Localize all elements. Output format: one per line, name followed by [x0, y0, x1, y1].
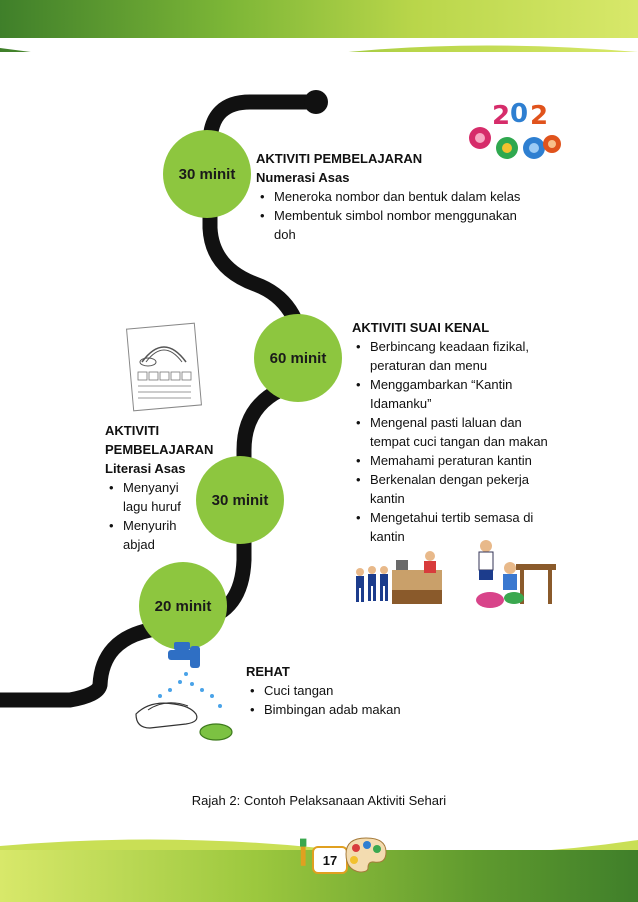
- worksheet-illustration: [126, 322, 202, 412]
- list-item: Cuci tangan: [246, 681, 446, 700]
- clay-numbers-illustration: 2 0 2: [469, 99, 561, 159]
- activity-title-line2: PEMBELAJARAN: [105, 442, 214, 457]
- list-item: Berbincang keadaan fizikal,peraturan dan…: [352, 337, 562, 375]
- activity-title-line1: AKTIVITI: [105, 423, 160, 438]
- handwashing-illustration: [135, 642, 233, 741]
- duration-label: 30 minit: [178, 165, 236, 183]
- canteen-queue-illustration: [356, 551, 442, 604]
- duration-circle-2: 60 minit: [254, 314, 342, 402]
- activity-rehat: REHAT Cuci tangan Bimbingan adab makan: [246, 662, 446, 719]
- activity-title: AKTIVITI SUAI KENAL: [352, 320, 490, 335]
- activity-title: REHAT: [246, 664, 290, 679]
- activity-subtitle: Literasi Asas: [105, 461, 186, 476]
- duration-circle-4: 20 minit: [139, 562, 227, 650]
- list-item: Memahami peraturan kantin: [352, 451, 562, 470]
- figure-caption: Rajah 2: Contoh Pelaksanaan Aktiviti Seh…: [191, 793, 447, 808]
- svg-text:0: 0: [510, 99, 528, 129]
- duration-circle-1: 30 minit: [163, 130, 251, 218]
- duration-label: 30 minit: [211, 491, 269, 509]
- kids-canteen-illustration: [476, 540, 556, 608]
- list-item: Meneroka nombor dan bentuk dalam kelas: [256, 187, 546, 206]
- list-item: Membentuk simbol nombor menggunakan: [256, 206, 546, 225]
- list-item: Bimbingan adab makan: [246, 700, 446, 719]
- activity-subtitle: Numerasi Asas: [256, 170, 350, 185]
- svg-text:2: 2: [492, 101, 510, 131]
- list-item-continuation: doh: [274, 227, 296, 242]
- paintbrush-icon: [300, 838, 307, 866]
- activity-suai-kenal: AKTIVITI SUAI KENAL Berbincang keadaan f…: [352, 318, 562, 546]
- duration-label: 60 minit: [269, 349, 327, 367]
- activity-numeracy: AKTIVITI PEMBELAJARAN Numerasi Asas Mene…: [256, 149, 546, 244]
- top-banner-wave: [0, 38, 638, 62]
- duration-label: 20 minit: [154, 597, 212, 615]
- svg-text:2: 2: [530, 101, 548, 131]
- palette-icon: [345, 837, 387, 873]
- activity-title: AKTIVITI PEMBELAJARAN: [256, 151, 423, 166]
- activity-literacy: AKTIVITI PEMBELAJARAN Literasi Asas Meny…: [105, 421, 225, 554]
